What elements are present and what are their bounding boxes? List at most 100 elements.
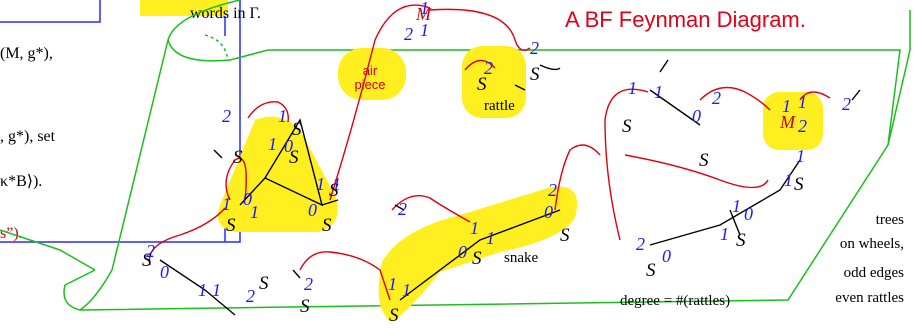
num-label: 1 (278, 106, 287, 126)
num-label: 1 (796, 146, 805, 166)
s-label: S (736, 230, 746, 251)
s-label: S (226, 215, 236, 236)
triangle-legs (239, 177, 339, 206)
num-label: 2 (304, 274, 313, 294)
s-label: S (794, 174, 804, 195)
sheet-roll-edge (63, 39, 169, 311)
s-label: S (389, 305, 399, 326)
num-label: 1 (782, 96, 791, 116)
panel-line-1: (M, g*), (0, 45, 53, 62)
s-label: S (622, 116, 632, 137)
s-label: S (289, 147, 299, 168)
num-label: 1 (388, 274, 397, 294)
panel-line-3: κ*B⟩). (0, 173, 42, 190)
sheet-outline (79, 0, 901, 311)
edge-rattle (464, 59, 496, 71)
bottom-squiggle (292, 269, 301, 279)
propagators (148, 4, 831, 301)
num-label: 0 (308, 200, 317, 220)
panel-highlight (140, 0, 228, 16)
s-label: S (233, 147, 243, 168)
panel-top-border (0, 0, 101, 23)
edge-2-to-1 (247, 101, 289, 123)
num-label: 1 (628, 78, 637, 98)
num-label: 2 (398, 199, 407, 219)
s-label: S (259, 273, 269, 294)
num-label: 1 (250, 202, 259, 222)
panel-right-border (0, 0, 241, 243)
edge-s-left (225, 157, 247, 201)
air-piece-label-2: piece (354, 77, 385, 92)
num-label: 2 (530, 38, 539, 58)
side-note-even-rattles: even rattles (835, 290, 904, 306)
num-label: 2 (146, 241, 155, 261)
edge-snake-up (554, 144, 601, 211)
s-label: S (142, 250, 152, 271)
num-label: 1 (420, 0, 429, 18)
s-label: S (530, 64, 540, 85)
panel-line-2: , g*), set (0, 128, 56, 145)
s-label: S (300, 296, 310, 317)
triangle-highlight (217, 116, 338, 232)
lower-left-tree (159, 259, 236, 316)
snake-spine (399, 209, 561, 301)
sheet-left-lip (0, 229, 96, 271)
m-squiggle (851, 89, 861, 101)
num-label: 1 (720, 224, 729, 244)
triangle-edges (264, 118, 324, 207)
num-label: 1 (470, 218, 479, 238)
num-label: 2 (842, 94, 851, 114)
diagram-title: A BF Feynman Diagram. (565, 7, 806, 32)
side-note-trees: trees (876, 212, 904, 228)
num-label: 0 (243, 189, 252, 209)
edge-bottom-s (299, 251, 391, 301)
edge-triangle-to-m (329, 4, 431, 201)
air-piece-label-1: air (363, 63, 378, 78)
num-label: 2 (636, 234, 645, 254)
side-note-wheels: on wheels, (840, 236, 904, 252)
num-label: 0 (160, 262, 169, 282)
num-label: 2 (222, 106, 231, 126)
num-label: 1 (268, 134, 277, 154)
vertex-m-label: M (415, 4, 432, 24)
num-label: 1 (316, 174, 325, 194)
edge-tree-left (604, 88, 649, 241)
s-label: S (472, 248, 482, 269)
s-label: S (477, 74, 487, 95)
edge-m-right (799, 91, 831, 101)
num-label: 1 (486, 228, 495, 248)
num-label: 1 (222, 194, 231, 214)
snake-highlight (378, 186, 578, 322)
edge-tree-middle (624, 154, 769, 189)
s-label: S (322, 215, 332, 236)
num-label: 0 (692, 106, 701, 126)
num-label: 1 (332, 174, 341, 194)
num-label: 1 (732, 196, 741, 216)
edge-m-to-s (429, 8, 531, 51)
tree-squiggle (659, 59, 669, 73)
num-label: 1 (798, 92, 807, 112)
num-label: 1 (420, 20, 429, 40)
num-label: 1 (784, 170, 793, 190)
num-label: 0 (458, 242, 467, 262)
degree-label: degree = #(rattles) (620, 293, 730, 309)
num-label: 1 (198, 280, 207, 300)
rattle-tail (514, 84, 526, 91)
trees (159, 89, 801, 316)
edge-lower-left (148, 207, 226, 266)
top-tree-edge (649, 89, 701, 126)
edge-snake-left (391, 195, 471, 223)
sheet (0, 0, 911, 311)
num-label: 2 (246, 286, 255, 306)
s-label: S (646, 260, 656, 281)
num-label: 2 (712, 88, 721, 108)
s-label: S (560, 225, 570, 246)
s-label: S (292, 119, 302, 140)
rattle-label: rattle (484, 98, 515, 114)
num-label: 1 (402, 280, 411, 300)
snake-squiggle (394, 204, 405, 211)
num-label: 1 (654, 82, 663, 102)
vertex-m2-label: M (779, 112, 796, 132)
s-label: S (329, 180, 339, 201)
